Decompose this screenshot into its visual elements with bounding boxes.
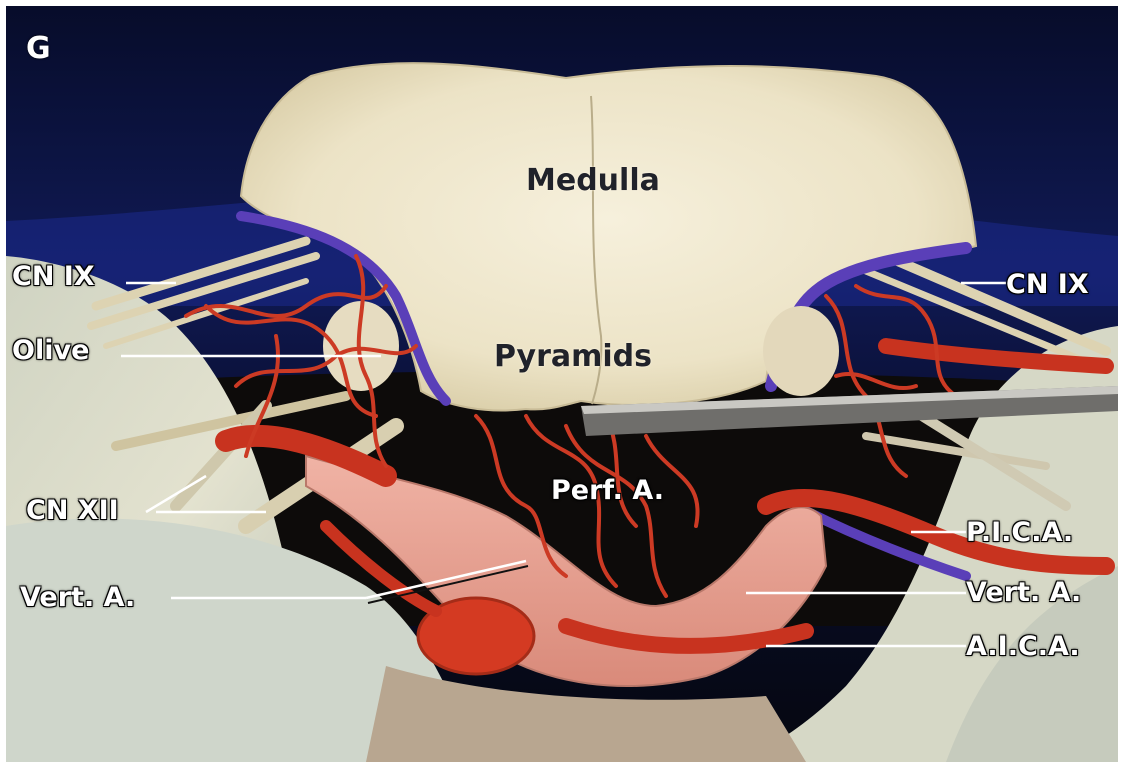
left-tissue-lower xyxy=(6,518,476,762)
vertebral-artery-cut-end xyxy=(416,596,536,676)
retractor-highlight xyxy=(581,386,1118,414)
leader-line-shadows xyxy=(367,565,529,604)
label-cn-ix-left: CN IX xyxy=(12,261,95,292)
left-vein xyxy=(236,211,451,406)
label-olive: Olive xyxy=(12,335,90,366)
label-aica: A.I.C.A. xyxy=(966,631,1080,662)
leader-lines xyxy=(121,281,1006,648)
pica-vein xyxy=(801,506,971,581)
floor-tissue xyxy=(366,666,806,762)
label-medulla: Medulla xyxy=(526,163,660,198)
right-olive xyxy=(763,306,839,396)
label-cn-xii: CN XII xyxy=(26,495,119,526)
label-pyramids: Pyramids xyxy=(494,339,653,374)
right-nerve-bundle xyxy=(862,251,1111,511)
median-fissure xyxy=(590,95,603,405)
anatomy-photo: G Medulla Pyramids CN IX CN IX Olive Per… xyxy=(6,6,1118,762)
perforator-network xyxy=(184,254,958,598)
arteries xyxy=(215,338,1115,654)
label-vert-a-left: Vert. A. xyxy=(20,582,136,613)
dissection-illustration xyxy=(6,6,1118,762)
label-pica: P.I.C.A. xyxy=(966,517,1074,548)
label-vert-a-right: Vert. A. xyxy=(966,577,1082,608)
label-perf-a: Perf. A. xyxy=(551,475,664,506)
left-nerve-bundle xyxy=(87,236,404,534)
label-cn-ix-right: CN IX xyxy=(1006,269,1089,300)
panel-letter: G xyxy=(26,31,51,66)
right-tissue-lower xyxy=(946,566,1118,762)
